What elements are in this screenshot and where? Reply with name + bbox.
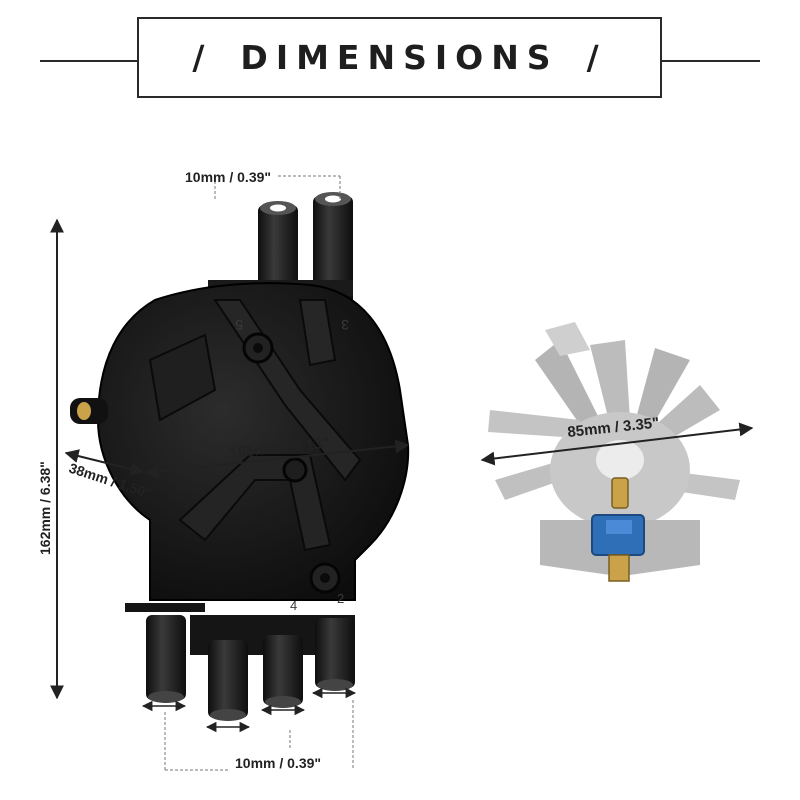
terminal-number-3: 3 [341,317,349,333]
terminal-number-4: 4 [290,598,297,613]
label-height: 162mm / 6.38" [37,461,53,555]
rotor-blade-1 [535,340,600,432]
rotor-spring-contact [611,477,629,509]
header-slash-right: / [586,38,607,77]
header-slash-left: / [192,38,213,77]
rotor-blade-8 [545,322,590,356]
bottom-tube-4-end [317,679,353,691]
bottom-tube-3 [263,635,303,705]
dimension-top-pin-spacing: 10mm / 0.39" [185,169,341,200]
header-frame [137,17,662,98]
header-rule-left [40,60,166,62]
bottom-tube-3-end [265,696,301,708]
page-title: DIMENSIONS [240,38,559,77]
rotor [488,322,740,582]
cap-boss-top-hole [253,343,263,353]
rotor-brass-tip [608,554,630,582]
terminal-number-2: 2 [337,591,344,606]
rotor-blade-3 [635,348,690,430]
cap-rib-vertical [298,299,337,367]
bottom-tube-1-end [148,691,184,703]
header-rule-right [632,60,760,62]
cap-boss-bottom-hole [320,573,330,583]
dimension-height: 162mm / 6.38" [37,218,64,700]
label-top-pin-spacing: 10mm / 0.39" [185,169,271,185]
header-banner: / DIMENSIONS / [137,17,662,98]
side-brass-terminal [70,398,108,424]
dimension-bottom-pin-spacing: 10mm / 0.39" [141,687,357,771]
top-tube-left [258,205,298,300]
bottom-terminal-tubes [146,615,355,721]
rotor-blue-insert-highlight [606,520,632,534]
bottom-tube-4 [315,618,355,688]
label-bottom-pin-spacing: 10mm / 0.39" [235,755,321,771]
bottom-tube-1 [146,615,186,700]
bottom-tube-2-end [210,709,246,721]
top-tube-left-bore [270,204,286,212]
top-tube-right [313,196,353,306]
terminal-number-5: 5 [235,317,243,333]
rotor-blade-2 [590,340,630,425]
cap-rib-left [148,333,217,422]
bottom-tube-2 [208,640,248,718]
cap-boss-center [282,457,308,483]
top-tube-right-bore [325,195,341,203]
